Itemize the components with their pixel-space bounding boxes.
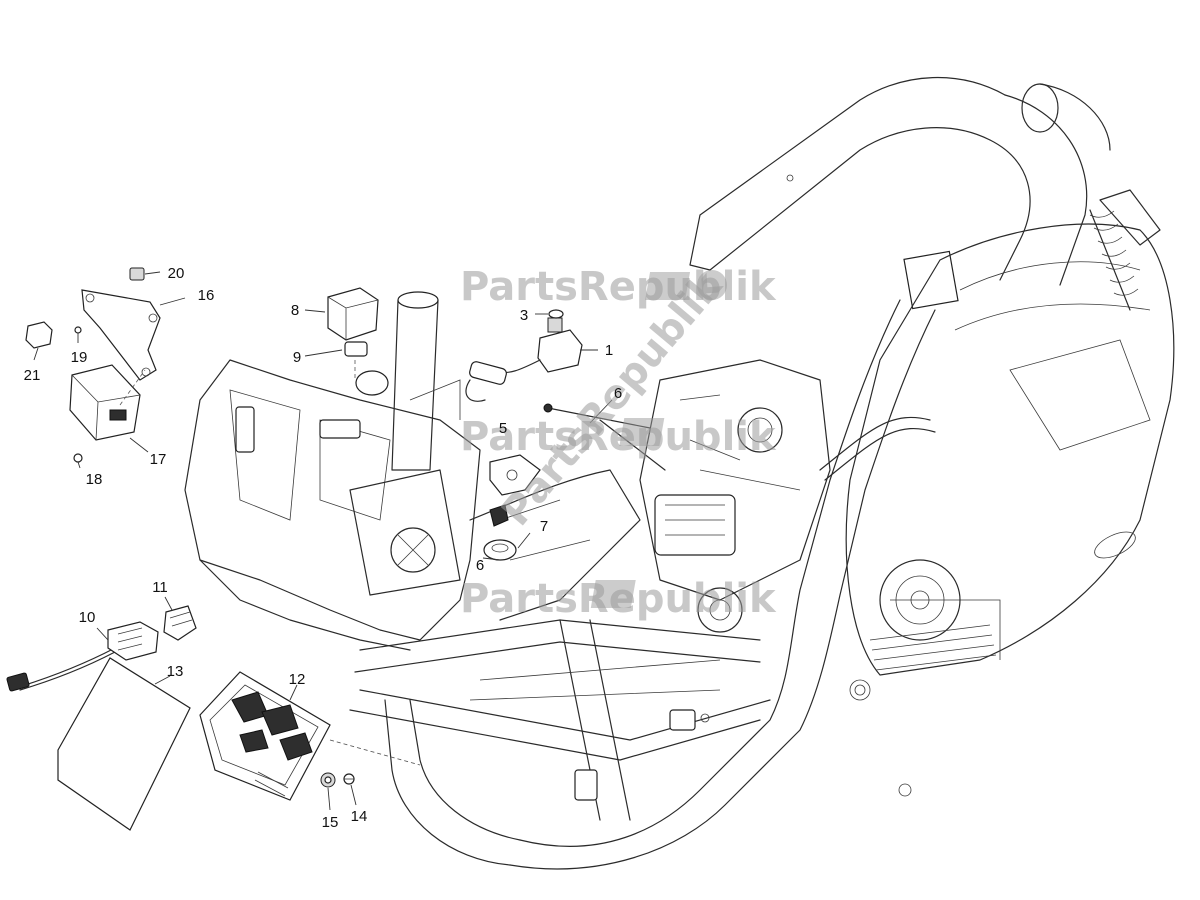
part-11-rubber-boot (163, 596, 197, 641)
callout-numbers: 1 3 5 6 6 7 8 9 10 11 12 13 14 15 16 17 … (24, 265, 623, 831)
part-8-relay (304, 287, 379, 341)
callout-15: 15 (322, 814, 339, 831)
callout-14: 14 (351, 808, 368, 825)
callout-7: 7 (540, 518, 548, 535)
front-leg-shield (184, 291, 641, 651)
watermark-text: PartsRepublik (460, 414, 777, 460)
callout-19: 19 (71, 349, 88, 366)
part-9-relay-rubber (304, 341, 368, 380)
callout-18: 18 (86, 471, 103, 488)
part-1-ignition-coil (465, 317, 598, 402)
rear-shock-spring (1089, 189, 1161, 311)
callout-11: 11 (152, 579, 168, 596)
part-21-relay (25, 321, 53, 361)
scooter-frame (349, 76, 1111, 870)
part-20-clip (129, 267, 161, 281)
callout-9: 9 (293, 349, 301, 366)
callout-3: 3 (520, 307, 528, 324)
callout-1: 1 (605, 342, 613, 359)
callout-6-lower: 6 (476, 557, 484, 574)
callout-21: 21 (24, 367, 41, 384)
engine-unit (639, 189, 1175, 676)
part-7-sensor-clamp (482, 504, 531, 561)
callout-13: 13 (167, 663, 184, 680)
part-14-screw (343, 773, 357, 806)
watermark-text: PartsRepublik (460, 264, 777, 310)
part-3-cap (535, 309, 564, 319)
part-18-screw (73, 453, 83, 469)
part-15-washer (320, 772, 336, 811)
callout-20: 20 (168, 265, 185, 282)
callout-5: 5 (499, 420, 507, 437)
callout-6-upper: 6 (614, 385, 622, 402)
part-13-sheet (57, 657, 191, 831)
part-5-bracket (489, 454, 541, 496)
callout-16: 16 (198, 287, 215, 304)
part-10-wiring-harness (6, 621, 159, 692)
callout-10: 10 (79, 609, 96, 626)
callout-12: 12 (289, 671, 306, 688)
watermark-3: PartsRepublik (460, 576, 777, 622)
callout-17: 17 (150, 451, 167, 468)
callout-8: 8 (291, 302, 299, 319)
part-16-bracket-plate (81, 289, 186, 381)
watermark-1: PartsRepublik (460, 264, 777, 310)
part-19-screw (74, 326, 82, 343)
part-17-control-unit (69, 364, 149, 453)
part-12-bcm-unit (199, 671, 421, 801)
watermark-2: PartsRepublik (460, 414, 777, 460)
